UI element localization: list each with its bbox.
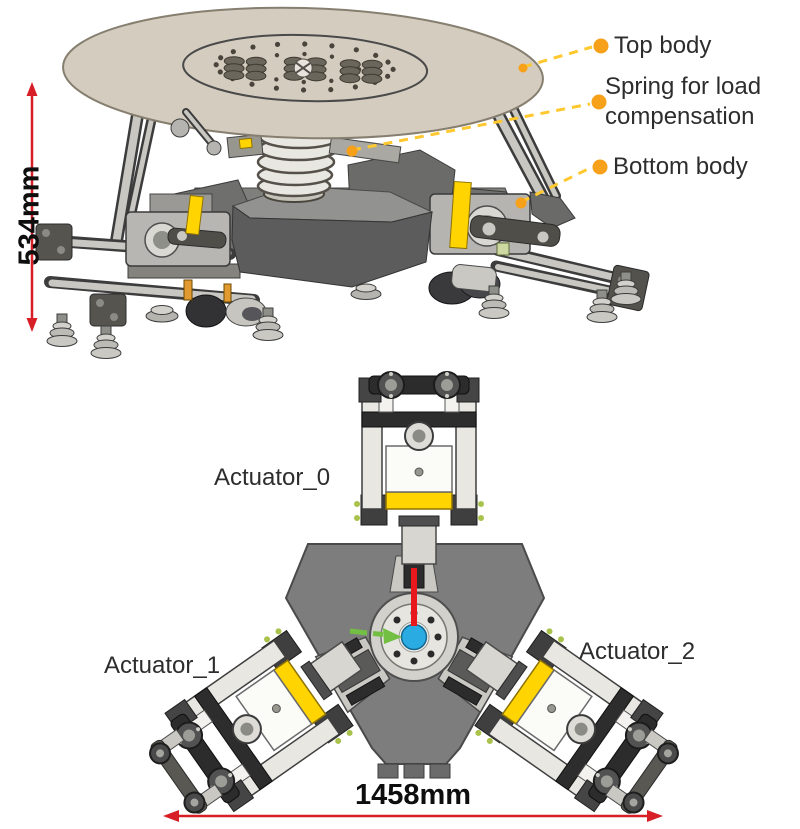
center-hexagon-body [231,185,434,288]
spring-right-arm [328,136,402,164]
right-leg-assembly [428,180,650,312]
actuator-0-label: Actuator_0 [214,464,331,491]
top-body-plate [62,6,544,140]
top-down-view [143,371,685,822]
callout-label-bottom-body: Bottom body [613,153,748,180]
support-feet [46,271,642,359]
hub-center-marker [400,623,428,651]
callout-label-spring: Spring for load compensation [605,72,761,132]
plate-bolt-clusters [223,56,383,84]
yellow-accent-left [185,194,204,236]
side-view [26,6,650,359]
bullet-bottom-body [592,159,608,175]
height-dimension-label: 534mm [13,165,46,266]
bullet-spring [591,94,607,110]
bullet-top-body [593,38,609,54]
left-upper-joint [170,118,190,138]
actuator-2-label: Actuator_2 [579,638,696,665]
callout-label-spring-line2: compensation [605,103,755,130]
yellow-accent-right [449,180,472,250]
width-dimension-label: 1458mm [354,779,472,811]
actuator-0-assembly [353,371,485,565]
center-hub [369,592,459,682]
anchor-dot-bottom-body [515,197,527,209]
callout-label-spring-line1: Spring for load [605,73,762,100]
right-support-strut [491,105,576,229]
width-dimension-arrow [163,810,663,822]
left-leg-assembly [35,193,267,328]
actuator-1-label: Actuator_1 [104,652,221,679]
callout-leaders [346,38,609,209]
height-dimension-arrow [26,82,38,332]
yellow-accent-spring [238,137,253,150]
anchor-dot-top-body [518,63,528,73]
axis-green [349,628,402,644]
callout-label-top-body: Top body [614,32,712,59]
left-support-strut [109,103,159,251]
anchor-dot-spring [346,145,358,157]
